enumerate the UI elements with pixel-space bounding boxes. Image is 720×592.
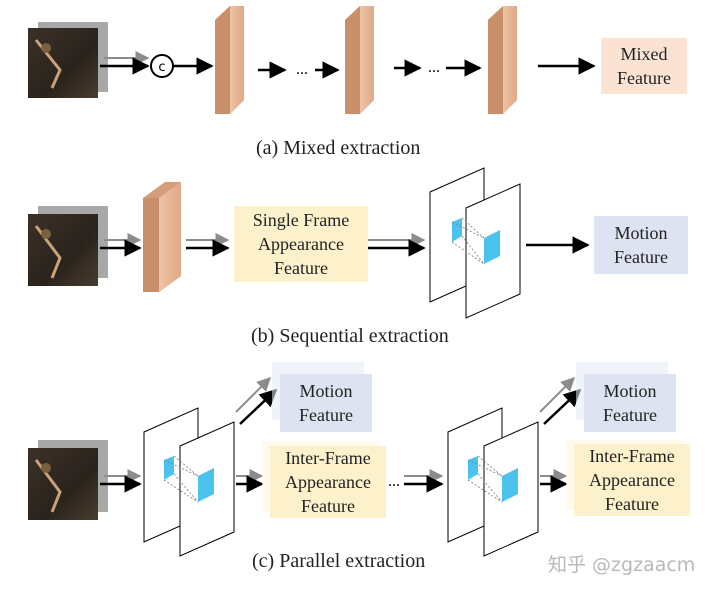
concat-symbol: c xyxy=(158,60,165,75)
mixed-feature-box: Mixed Feature xyxy=(601,38,687,94)
conv-block-b xyxy=(143,182,181,292)
arrows-to-appearance-c1 xyxy=(236,469,264,493)
motion-feature-box-b: Motion Feature xyxy=(594,216,688,274)
caption-b: (b) Sequential extraction xyxy=(251,325,449,347)
frame-pair-b xyxy=(429,167,521,319)
single-frame-appearance-box: Single Frame Appearance Feature xyxy=(234,206,368,282)
ellipsis-a2: ... xyxy=(428,59,440,76)
appearance-feature-stack-c1: Inter-Frame Appearance Feature xyxy=(262,442,386,518)
section-b xyxy=(28,167,590,319)
motion-feature-box-c2: Motion Feature xyxy=(584,374,676,432)
conv-block-a2 xyxy=(345,6,374,114)
arrows-to-motion-c2 xyxy=(539,377,582,425)
arrows-between-c xyxy=(404,469,444,493)
ellipsis-c: ... xyxy=(388,473,400,490)
watermark: 知乎 @zgzaacm xyxy=(548,554,696,576)
input-arrows-a xyxy=(100,51,150,75)
inter-frame-appearance-box-c1: Inter-Frame Appearance Feature xyxy=(270,446,386,518)
ellipsis-a1: ... xyxy=(296,61,308,78)
appearance-feature-stack-c2: Inter-Frame Appearance Feature xyxy=(566,440,690,516)
video-frames-a xyxy=(28,22,108,98)
input-arrows-c xyxy=(100,469,142,493)
frame-pair-c1 xyxy=(143,407,235,557)
conv-block-a3 xyxy=(488,6,517,114)
arrows-to-frames-b xyxy=(368,233,426,257)
arrows-to-appearance-c2 xyxy=(540,469,568,493)
caption-a: (a) Mixed extraction xyxy=(256,137,421,159)
caption-c: (c) Parallel extraction xyxy=(252,550,426,572)
frame-pair-c2 xyxy=(447,407,539,557)
video-frames-c xyxy=(28,440,108,520)
motion-feature-stack-c2: Motion Feature xyxy=(576,362,676,432)
section-c: ... xyxy=(28,377,582,557)
inter-frame-appearance-box-c2: Inter-Frame Appearance Feature xyxy=(574,444,690,516)
motion-feature-box-c1: Motion Feature xyxy=(280,374,372,432)
section-a: c ... ... xyxy=(28,6,596,114)
motion-feature-stack-c1: Motion Feature xyxy=(272,362,372,432)
conv-block-a1 xyxy=(215,6,244,114)
arrows-to-motion-c1 xyxy=(235,377,278,425)
input-arrows-b xyxy=(100,233,142,257)
video-frames-b xyxy=(28,206,108,286)
arrows-to-appearance-b xyxy=(186,233,230,257)
